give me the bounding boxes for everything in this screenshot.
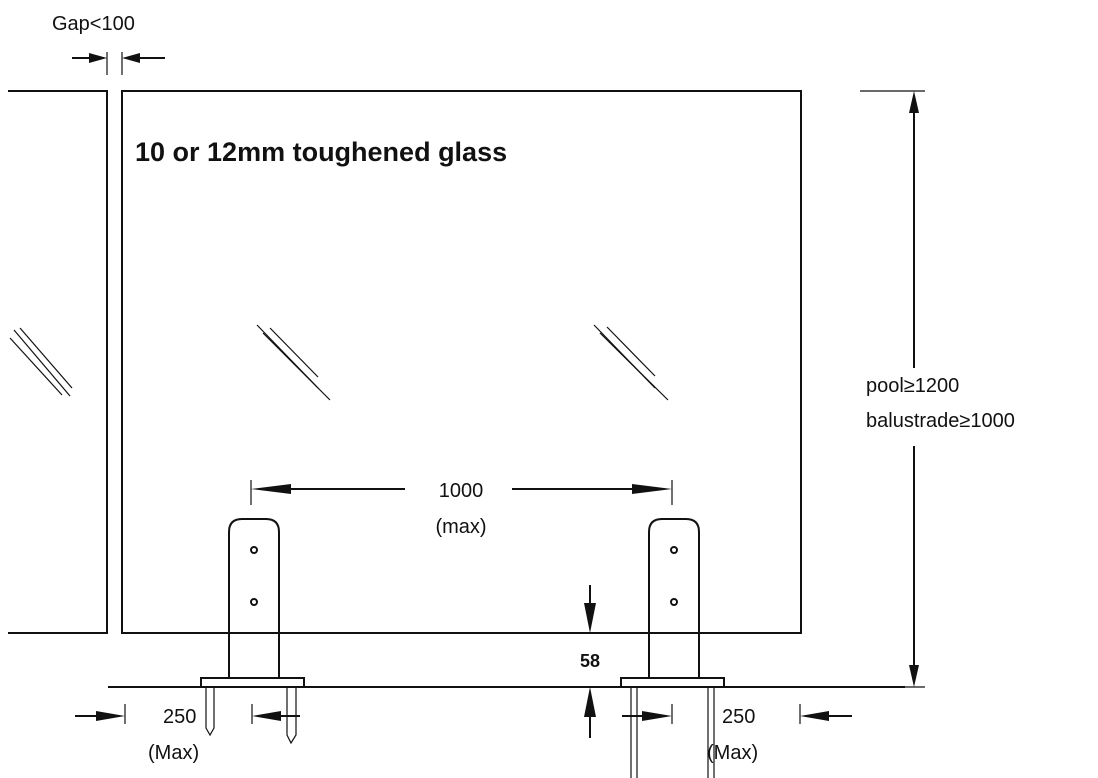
clearance-arrow-top: [584, 603, 596, 633]
height-balustrade-label: balustrade≥1000: [866, 410, 1015, 432]
right-post-base-plate: [620, 677, 725, 688]
left-post-bolt-hole: [250, 598, 258, 606]
left-post-blade: [228, 518, 280, 678]
glass-reflection-mark-right: [593, 324, 669, 401]
gap-dimension: Gap<100: [52, 13, 165, 75]
overhang-right-arrow: [800, 711, 829, 721]
right-post-blade: [648, 518, 700, 678]
height-arrow-bottom: [909, 665, 919, 687]
height-dimension: pool≥1200 balustrade≥1000: [860, 90, 1015, 688]
left-panel-outline: [8, 90, 108, 634]
left-post: [200, 518, 305, 745]
overhang-left-arrow: [96, 711, 125, 721]
overhang-left-dimension: 250 (Max): [75, 704, 300, 764]
left-post-bolt-hole: [250, 546, 258, 554]
gap-arrow-right: [122, 53, 140, 63]
right-post-bolt-hole: [670, 598, 678, 606]
gap-arrow-left: [89, 53, 107, 63]
overhang-right-value: 250: [722, 706, 755, 728]
spacing-qualifier: (max): [435, 516, 486, 538]
main-glass-panel: 10 or 12mm toughened glass: [121, 90, 802, 634]
left-post-base-plate: [200, 677, 305, 688]
spacing-arrow-left: [251, 484, 291, 494]
spacing-arrow-right: [632, 484, 672, 494]
overhang-right-dimension: 250 (Max): [622, 704, 852, 764]
clearance-dimension: 58: [580, 585, 600, 738]
overhang-left-value: 250: [163, 706, 196, 728]
spacing-value: 1000: [439, 480, 484, 502]
overhang-left-arrow-post: [252, 711, 281, 721]
clearance-value: 58: [580, 651, 600, 671]
left-glass-panel: [8, 90, 108, 634]
overhang-left-qualifier: (Max): [148, 742, 199, 764]
glass-spec-label: 10 or 12mm toughened glass: [135, 137, 507, 167]
clearance-arrow-bottom: [584, 687, 596, 717]
gap-label: Gap<100: [52, 13, 135, 35]
left-post-anchor: [286, 687, 297, 745]
glass-hatch-line: [13, 329, 71, 397]
height-pool-label: pool≥1200: [866, 375, 959, 397]
glass-hatch-line: [19, 327, 73, 389]
left-post-anchor: [205, 687, 215, 737]
main-panel-outline: [121, 90, 802, 634]
right-post-bolt-hole: [670, 546, 678, 554]
right-post-anchor: [630, 687, 638, 778]
glass-hatch-line: [9, 337, 63, 396]
overhang-right-arrow-post: [642, 711, 672, 721]
overhang-right-qualifier: (Max): [707, 742, 758, 764]
spacing-dimension: 1000 (max): [250, 480, 673, 538]
glass-reflection-mark-left: [256, 324, 331, 401]
right-post-anchor: [707, 687, 715, 778]
height-arrow-top: [909, 91, 919, 113]
right-post: [620, 518, 725, 778]
